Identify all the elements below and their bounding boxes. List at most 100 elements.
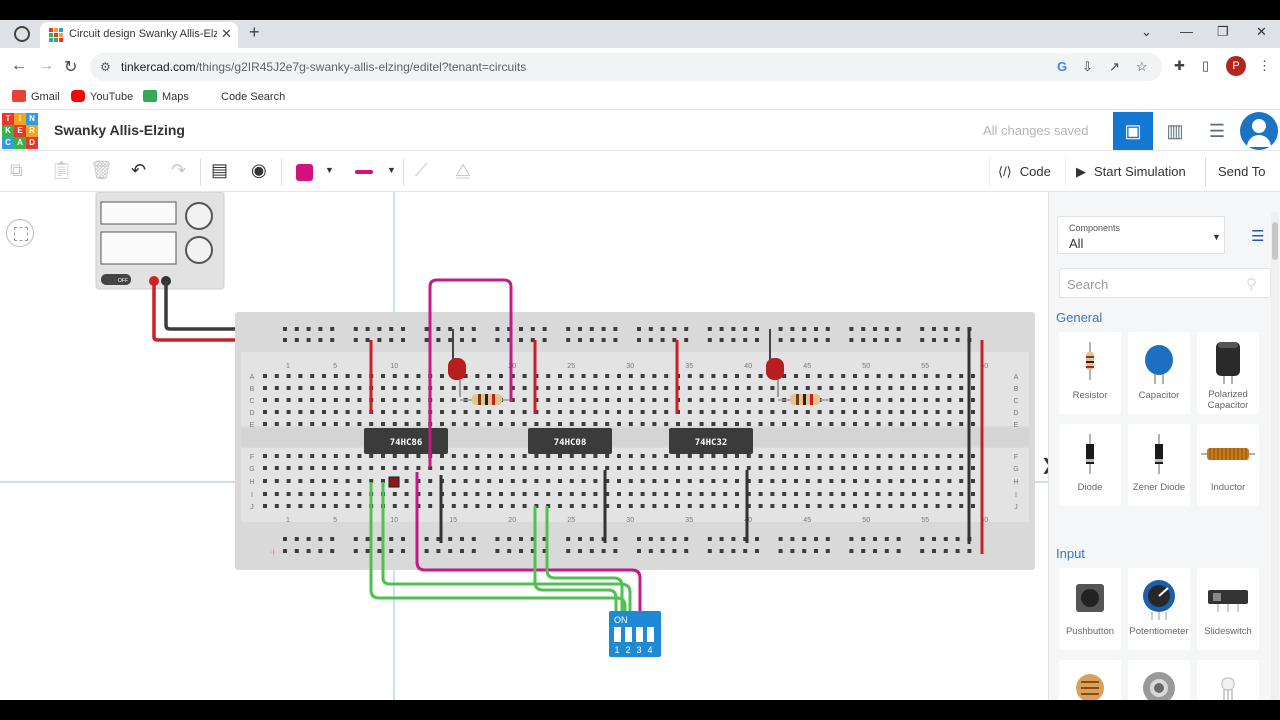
breadboard-hole[interactable] bbox=[829, 479, 834, 483]
breadboard-hole[interactable] bbox=[719, 338, 724, 342]
breadboard-hole[interactable] bbox=[971, 410, 975, 414]
breadboard-hole[interactable] bbox=[333, 454, 338, 458]
breadboard-hole[interactable] bbox=[310, 398, 315, 402]
breadboard-hole[interactable] bbox=[829, 504, 834, 508]
component-temperature-sensor[interactable] bbox=[1197, 660, 1259, 700]
breadboard-hole[interactable] bbox=[947, 466, 952, 470]
breadboard-hole[interactable] bbox=[404, 422, 409, 426]
breadboard-hole[interactable] bbox=[283, 549, 287, 553]
breadboard-hole[interactable] bbox=[605, 492, 610, 496]
wire-green-4[interactable] bbox=[545, 506, 624, 612]
chip-74hc86[interactable]: 74HC86 bbox=[364, 428, 448, 454]
breadboard-hole[interactable] bbox=[699, 504, 704, 508]
breadboard-hole[interactable] bbox=[829, 454, 834, 458]
breadboard-hole[interactable] bbox=[676, 479, 680, 483]
url-text[interactable]: tinkercad.com/things/g2IR45J2e7g-swanky-… bbox=[121, 60, 526, 74]
breadboard-hole[interactable] bbox=[357, 422, 362, 426]
breadboard-hole[interactable] bbox=[932, 549, 936, 553]
wire-green-3[interactable] bbox=[533, 506, 618, 612]
components-dropdown[interactable]: Components All ▼ bbox=[1057, 216, 1225, 254]
breadboard-hole[interactable] bbox=[345, 454, 350, 458]
breadboard-hole[interactable] bbox=[471, 327, 476, 331]
breadboard-hole[interactable] bbox=[711, 410, 716, 414]
breadboard-hole[interactable] bbox=[392, 466, 397, 470]
breadboard-hole[interactable] bbox=[499, 454, 503, 458]
breadboard-hole[interactable] bbox=[534, 479, 539, 483]
forward-icon[interactable]: → bbox=[38, 57, 54, 74]
breadboard-hole[interactable] bbox=[923, 410, 928, 414]
breadboard-hole[interactable] bbox=[613, 549, 618, 553]
redo-icon[interactable]: ↷ bbox=[171, 160, 187, 180]
breadboard-hole[interactable] bbox=[755, 327, 759, 331]
breadboard-hole[interactable] bbox=[298, 410, 303, 414]
breadboard-hole[interactable] bbox=[900, 386, 905, 390]
fit-view-button[interactable] bbox=[6, 219, 34, 247]
breadboard-hole[interactable] bbox=[888, 410, 893, 414]
breadboard-hole[interactable] bbox=[357, 492, 362, 496]
breadboard-hole[interactable] bbox=[294, 338, 299, 342]
breadboard-hole[interactable] bbox=[416, 374, 421, 378]
breadboard-hole[interactable] bbox=[558, 398, 562, 402]
breadboard-hole[interactable] bbox=[959, 374, 964, 378]
breadboard-hole[interactable] bbox=[640, 410, 645, 414]
breadboard-hole[interactable] bbox=[471, 338, 476, 342]
chevron-down-icon[interactable]: ▼ bbox=[387, 165, 396, 175]
breadboard-hole[interactable] bbox=[849, 537, 854, 541]
breadboard-hole[interactable] bbox=[637, 549, 641, 553]
breadboard-hole[interactable] bbox=[884, 549, 889, 553]
breadboard-hole[interactable] bbox=[357, 454, 362, 458]
breadboard-hole[interactable] bbox=[932, 338, 936, 342]
wire-green-2[interactable] bbox=[381, 482, 632, 612]
breadboard-hole[interactable] bbox=[569, 466, 574, 470]
breadboard-hole[interactable] bbox=[558, 410, 562, 414]
breadboard-hole[interactable] bbox=[424, 537, 429, 541]
breadboard-hole[interactable] bbox=[357, 479, 362, 483]
breadboard-hole[interactable] bbox=[404, 466, 409, 470]
breadboard-hole[interactable] bbox=[381, 374, 385, 378]
breadboard-hole[interactable] bbox=[817, 492, 822, 496]
breadboard-hole[interactable] bbox=[451, 398, 456, 402]
component-capacitor[interactable]: Capacitor bbox=[1128, 332, 1190, 414]
breadboard-hole[interactable] bbox=[353, 338, 358, 342]
breadboard-hole[interactable] bbox=[841, 398, 846, 402]
chip-74hc08[interactable]: 74HC08 bbox=[528, 428, 612, 454]
breadboard-hole[interactable] bbox=[640, 374, 645, 378]
breadboard-hole[interactable] bbox=[298, 504, 303, 508]
components-search-input[interactable]: Search ⚲ bbox=[1059, 268, 1271, 298]
breadboard-hole[interactable] bbox=[581, 492, 586, 496]
breadboard-hole[interactable] bbox=[628, 374, 633, 378]
breadboard-hole[interactable] bbox=[263, 504, 267, 508]
breadboard-hole[interactable] bbox=[558, 422, 562, 426]
breadboard-hole[interactable] bbox=[310, 386, 315, 390]
breadboard-hole[interactable] bbox=[510, 504, 515, 508]
breadboard-hole[interactable] bbox=[463, 479, 468, 483]
breadboard-hole[interactable] bbox=[566, 549, 571, 553]
restore-icon[interactable]: ❐ bbox=[1217, 24, 1229, 39]
breadboard-hole[interactable] bbox=[873, 327, 877, 331]
breadboard-hole[interactable] bbox=[510, 454, 515, 458]
user-avatar[interactable] bbox=[1240, 112, 1278, 150]
breadboard-hole[interactable] bbox=[782, 422, 787, 426]
breadboard-hole[interactable] bbox=[912, 466, 916, 470]
breadboard-hole[interactable] bbox=[416, 398, 421, 402]
breadboard-hole[interactable] bbox=[900, 479, 905, 483]
breadboard-hole[interactable] bbox=[286, 422, 291, 426]
breadboard-hole[interactable] bbox=[436, 327, 441, 331]
breadboard-hole[interactable] bbox=[746, 386, 751, 390]
breadboard-hole[interactable] bbox=[617, 454, 621, 458]
breadboard-hole[interactable] bbox=[263, 454, 267, 458]
breadboard-hole[interactable] bbox=[460, 537, 464, 541]
breadboard-hole[interactable] bbox=[522, 386, 527, 390]
breadboard-hole[interactable] bbox=[357, 374, 362, 378]
breadboard-hole[interactable] bbox=[731, 537, 736, 541]
breadboard-hole[interactable] bbox=[900, 374, 905, 378]
breadboard-hole[interactable] bbox=[637, 327, 641, 331]
breadboard-hole[interactable] bbox=[805, 422, 810, 426]
breadboard-hole[interactable] bbox=[912, 386, 916, 390]
breadboard-hole[interactable] bbox=[404, 386, 409, 390]
breadboard-hole[interactable] bbox=[306, 338, 311, 342]
circuit-view-button[interactable]: ▣ bbox=[1113, 112, 1153, 150]
breadboard-hole[interactable] bbox=[581, 504, 586, 508]
breadboard-hole[interactable] bbox=[684, 338, 689, 342]
breadboard-hole[interactable] bbox=[746, 410, 751, 414]
